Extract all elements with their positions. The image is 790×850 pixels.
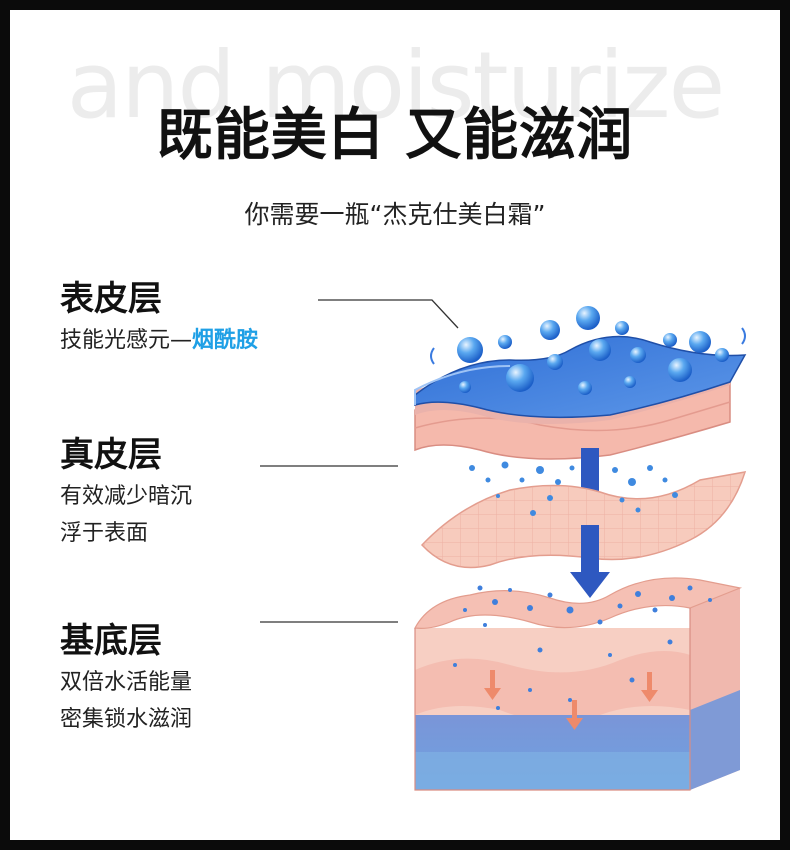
water-bubbles-top xyxy=(430,306,746,395)
skin-layers-illustration xyxy=(260,299,747,791)
poster-frame: and moisturize 既能美白 又能滋润 你需要一瓶“杰克仕美白霜” 表… xyxy=(10,10,780,840)
background-watermark-text: and moisturize xyxy=(66,32,725,139)
dermis-label: 真皮层 xyxy=(60,435,162,475)
niacinamide-highlight: 烟酰胺 xyxy=(192,328,259,353)
epidermis-desc-text: 技能光感元— xyxy=(60,328,193,353)
penetration-arrow-2 xyxy=(570,525,610,598)
basal-desc-line1: 双倍水活能量 xyxy=(60,670,193,695)
basal-desc-line2: 密集锁水滋润 xyxy=(60,707,193,732)
dermis-desc-line1: 有效减少暗沉 xyxy=(60,484,193,509)
epidermis-label: 表皮层 xyxy=(60,279,162,319)
epidermis-leader-line xyxy=(318,299,459,329)
main-title: 既能美白 又能滋润 xyxy=(156,103,634,168)
epidermis-description: 技能光感元—烟酰胺 xyxy=(60,322,258,359)
moisture-lock-arrows xyxy=(484,670,658,730)
dermis-water-dots xyxy=(469,461,678,516)
basal-label: 基底层 xyxy=(60,621,162,661)
dermis-desc-line2: 浮于表面 xyxy=(60,521,149,546)
epidermis-slab xyxy=(414,335,747,460)
dermis-sheet xyxy=(420,471,747,569)
basal-water-dots xyxy=(453,585,712,710)
subtitle: 你需要一瓶“杰克仕美白霜” xyxy=(244,200,546,229)
basal-block xyxy=(414,577,743,791)
